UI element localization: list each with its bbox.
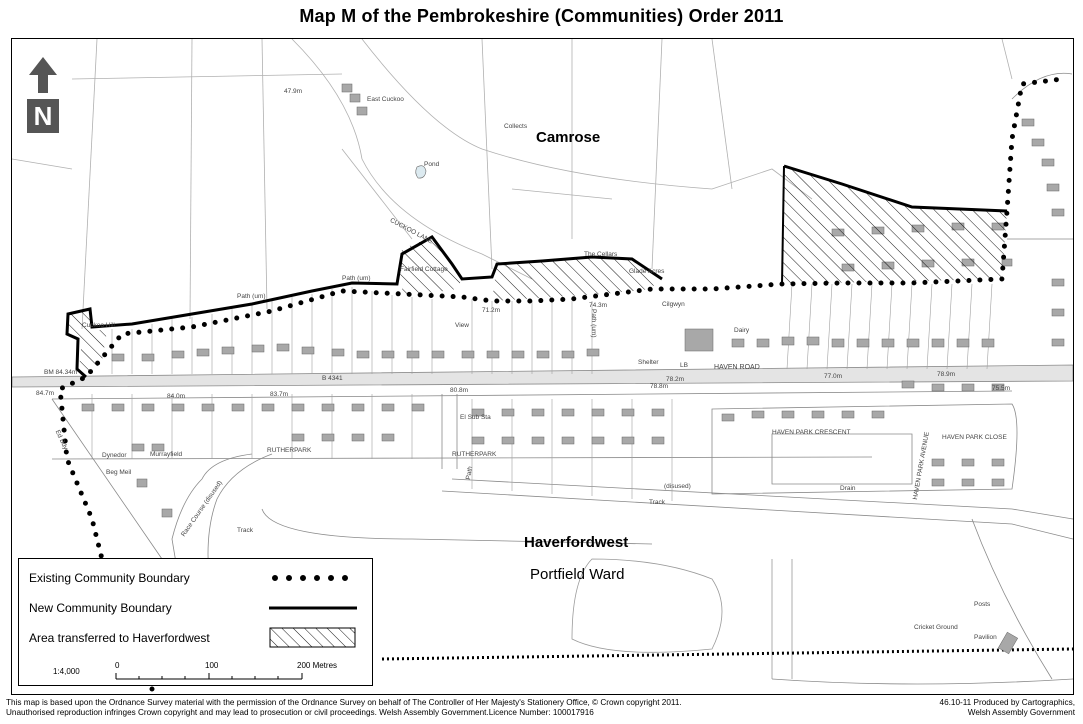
roads <box>12 72 1073 685</box>
place-label: Posts <box>974 601 991 608</box>
place-label: Track <box>649 499 666 506</box>
place-label: Cilgwyn <box>662 301 685 308</box>
place-label: Shelter <box>638 359 659 366</box>
road-label: B 4341 <box>322 375 343 382</box>
path-label: Path (um) <box>342 275 371 282</box>
area-label-camrose: Camrose <box>536 129 601 146</box>
place-label: The Cellars <box>584 251 618 258</box>
place-label: Cricket Ground <box>914 624 958 631</box>
new-community-boundary <box>65 164 1008 379</box>
transferred-areas <box>67 166 1007 377</box>
place-label: Collects <box>504 123 528 130</box>
place-label: Cuckoo Hill <box>82 322 115 329</box>
road-label: HAVEN PARK CRESCENT <box>772 429 851 436</box>
north-arrow-icon <box>27 57 59 133</box>
spot-height: 84.7m <box>36 390 55 397</box>
road-label: RUTHERPARK <box>267 447 312 454</box>
road-label: HAVEN PARK CLOSE <box>942 434 1007 441</box>
field-boundaries <box>12 39 1013 330</box>
spot-height: 78.2m <box>666 376 685 383</box>
producer-line-1: 46.10-11 Produced by Cartographics, <box>939 698 1075 707</box>
spot-height: 47.9m <box>284 88 303 95</box>
legend-area-symbol <box>269 627 356 648</box>
map-title: Map M of the Pembrokeshire (Communities)… <box>299 6 784 26</box>
spot-height: BM 84.34m <box>44 369 78 376</box>
path-label: Path (um) <box>590 309 597 338</box>
spot-height: 77.0m <box>824 373 843 380</box>
spot-height: 84.0m <box>167 393 186 400</box>
place-label: Pavilion <box>974 634 997 641</box>
place-label: Murrayfield <box>150 451 183 458</box>
copyright-notice: This map is based upon the Ordnance Surv… <box>6 698 682 718</box>
road-label: RUTHERPARK <box>452 451 497 458</box>
copyright-line-2: Unauthorised reproduction infringes Crow… <box>6 708 594 717</box>
path-label: Path (um) <box>237 293 266 300</box>
legend-existing-label: Existing Community Boundary <box>29 571 190 585</box>
area-label-haverfordwest: Haverfordwest <box>524 534 629 551</box>
spot-height: 78.8m <box>650 383 669 390</box>
place-label: Dynedor <box>102 452 127 459</box>
map-canvas <box>12 39 1073 692</box>
place-label: Fairfield Cottage <box>400 266 448 273</box>
spot-height: 80.8m <box>450 387 469 394</box>
legend-area-label: Area transferred to Haverfordwest <box>29 631 210 645</box>
place-label: El Sub Sta <box>460 414 491 421</box>
spot-height: 71.2m <box>482 307 501 314</box>
map-legend: Existing Community Boundary New Communit… <box>18 558 373 686</box>
place-label: (disused) <box>664 483 691 490</box>
road-label: HAVEN ROAD <box>714 364 760 371</box>
existing-community-boundary <box>57 76 1065 692</box>
legend-existing-symbol <box>272 575 358 581</box>
scale-100: 100 <box>205 661 219 670</box>
producer-credit: 46.10-11 Produced by Cartographics, Wels… <box>940 698 1075 718</box>
copyright-line-1: This map is based upon the Ordnance Surv… <box>6 698 682 707</box>
place-label: View <box>455 322 469 329</box>
place-label: East Cuckoo <box>367 96 404 103</box>
place-label: Drain <box>840 485 856 492</box>
scale-0: 0 <box>115 661 120 670</box>
place-label: Glade Acres <box>629 268 665 275</box>
spot-height: 83.7m <box>270 391 289 398</box>
north-symbol: N <box>33 101 53 131</box>
legend-new-label: New Community Boundary <box>29 601 172 615</box>
pond <box>415 165 427 179</box>
spot-height: 75.5m <box>992 385 1011 392</box>
spot-height: LB <box>680 362 688 369</box>
legend-new-symbol <box>269 606 357 610</box>
spot-height: 78.9m <box>937 371 956 378</box>
producer-line-2: Welsh Assembly Government <box>967 708 1075 717</box>
place-label: Track <box>237 527 254 534</box>
scale-200: 200 Metres <box>297 661 338 670</box>
ward-label: Portfield Ward <box>530 566 625 583</box>
scale-ratio: 1:4,000 <box>53 667 80 676</box>
scale-bar <box>115 673 303 680</box>
buildings <box>81 83 1065 655</box>
place-label: Pond <box>424 161 440 168</box>
place-label: Dairy <box>734 327 750 334</box>
spot-height: 74.3m <box>589 302 608 309</box>
place-label: Beg Meil <box>106 469 132 476</box>
